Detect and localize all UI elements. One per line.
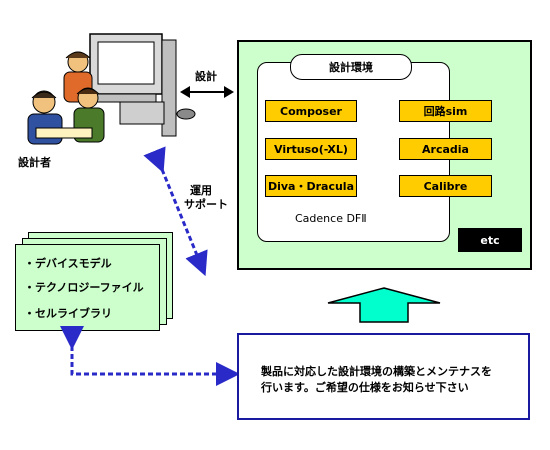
tool-virtuoso: Virtuso(-XL) bbox=[265, 138, 357, 160]
notice-line-2: 行います。ご希望の仕様をお知らせ下さい bbox=[261, 381, 469, 394]
tool-circuit-sim: 回路sim bbox=[399, 100, 492, 122]
tool-arcadia: Arcadia bbox=[399, 138, 492, 160]
design-arrow-label: 設計 bbox=[195, 70, 217, 83]
tool-composer: Composer bbox=[265, 100, 357, 122]
notice-line-1: 製品に対応した設計環境の構築とメンテナスを bbox=[261, 365, 492, 378]
document-item: ・デバイスモデル bbox=[24, 257, 112, 270]
notice-box: 製品に対応した設計環境の構築とメンテナスを 行います。ご希望の仕様をお知らせ下さ… bbox=[237, 333, 530, 420]
etc-badge: etc bbox=[458, 228, 522, 252]
designer-label: 設計者 bbox=[18, 156, 51, 169]
support-label-1: 運用 bbox=[190, 184, 212, 197]
computer-icon bbox=[89, 33, 196, 137]
tool-diva-dracula: Diva・Dracula bbox=[265, 175, 357, 197]
tool-calibre: Calibre bbox=[399, 175, 492, 197]
support-label-2: サポート bbox=[184, 198, 228, 211]
environment-title: 設計環境 bbox=[290, 54, 412, 80]
people-icon bbox=[27, 51, 105, 145]
document-sheet-front: ・デバイスモデル ・テクノロジーファイル ・セルライブラリ bbox=[15, 244, 160, 331]
document-item: ・セルライブラリ bbox=[24, 307, 112, 320]
document-item: ・テクノロジーファイル bbox=[24, 281, 144, 294]
platform-label: Cadence DFⅡ bbox=[295, 212, 367, 225]
